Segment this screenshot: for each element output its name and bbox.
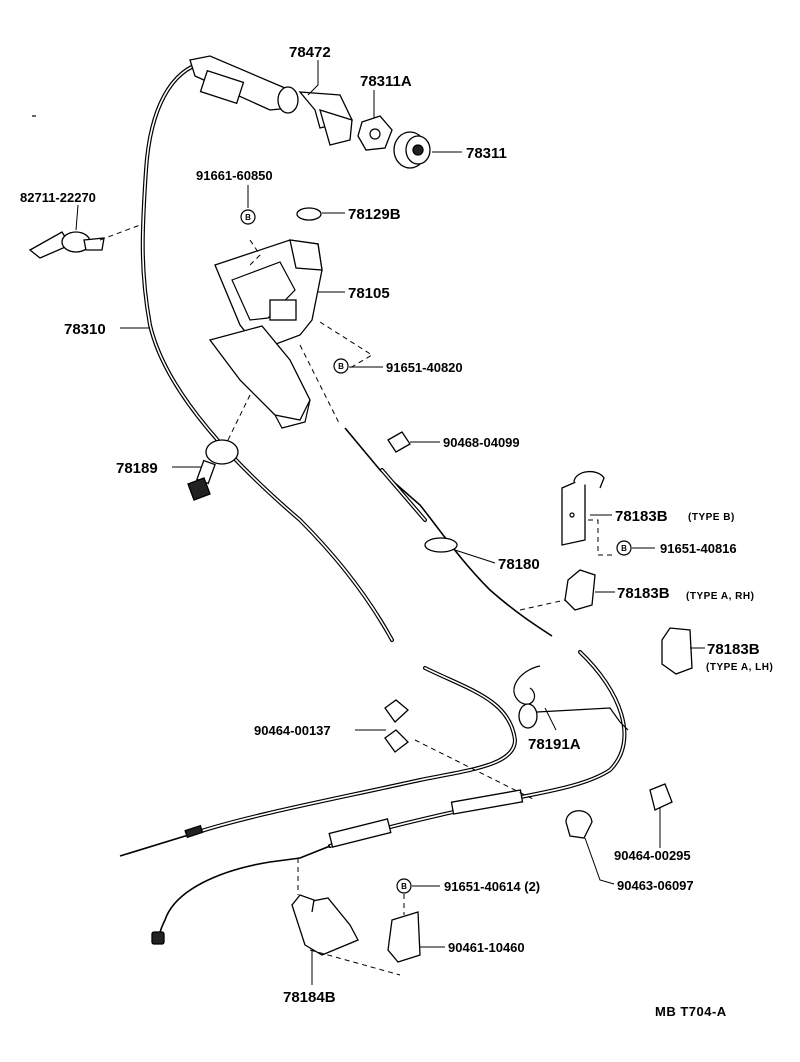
leader-lines <box>75 60 705 985</box>
label-78189: 78189 <box>116 460 158 477</box>
cable-78310 <box>140 60 394 642</box>
label-78129b: 78129B <box>348 206 401 223</box>
label-90464-00295: 90464-00295 <box>614 848 691 863</box>
part-78189-shape <box>187 439 239 501</box>
part-78191a-shape <box>513 665 629 731</box>
label-78183b-type-b: 78183B <box>615 508 668 525</box>
note-78183b-type-b: (TYPE B) <box>688 512 735 523</box>
footer-code: MB T704-A <box>655 1004 727 1019</box>
label-78183b-type-a-lh: 78183B <box>707 641 760 658</box>
badge-91651-40614: B <box>396 878 412 894</box>
lower-cable-right <box>151 650 627 945</box>
part-78184b-shape <box>291 894 359 956</box>
part-78311a-shape <box>357 115 393 151</box>
part-78105-shape <box>214 239 323 351</box>
part-90461-10460-shape <box>387 911 421 963</box>
label-78183b-type-a-rh: 78183B <box>617 585 670 602</box>
label-78311a: 78311A <box>360 73 412 90</box>
part-82711-22270-shape <box>28 231 105 259</box>
label-90464-00137: 90464-00137 <box>254 723 331 738</box>
label-78184b: 78184B <box>283 989 336 1006</box>
part-90463-06097-shape <box>565 810 593 839</box>
badge-91651-40820: B <box>333 358 349 374</box>
part-90464-00295-shape <box>649 783 673 811</box>
label-78191a: 78191A <box>528 736 581 753</box>
label-91651-40820: 91651-40820 <box>386 360 463 375</box>
label-90468-04099: 90468-04099 <box>443 435 520 450</box>
label-78310: 78310 <box>64 321 106 338</box>
assembly-dashed-lines <box>99 224 615 976</box>
label-90463-06097: 90463-06097 <box>617 878 694 893</box>
label-82711-22270: 82711-22270 <box>20 190 96 205</box>
part-78183b-type-a-lh-shape <box>661 627 693 675</box>
note-78183b-type-a-lh: (TYPE A, LH) <box>706 662 773 673</box>
label-78472: 78472 <box>289 44 331 61</box>
svg-text:B: B <box>338 362 344 371</box>
badge-91651-40816: B <box>616 540 632 556</box>
part-labels: 78472 78311A 78311 91661-60850 82711-222… <box>20 44 773 1006</box>
note-78183b-type-a-rh: (TYPE A, RH) <box>686 591 754 602</box>
lower-cable-left <box>119 666 518 857</box>
label-78180: 78180 <box>498 556 540 573</box>
label-91651-40614: 91651-40614 (2) <box>444 879 540 894</box>
part-78183b-type-a-rh-shape <box>564 569 596 611</box>
label-78311: 78311 <box>466 145 507 162</box>
label-91661-60850: 91661-60850 <box>196 168 273 183</box>
part-90464-00137-shape <box>384 699 409 753</box>
cable-78180 <box>344 427 553 637</box>
part-78311-shape <box>393 131 431 169</box>
part-78129b-shape <box>296 207 322 221</box>
svg-text:B: B <box>401 882 407 891</box>
grommet-78180-shape <box>424 537 458 553</box>
part-90468-04099-shape <box>387 431 411 453</box>
badge-91661-60850: B <box>240 209 256 225</box>
pedal-pad-shape <box>208 325 311 429</box>
svg-text:B: B <box>621 544 627 553</box>
label-90461-10460: 90461-10460 <box>448 940 525 955</box>
label-78105: 78105 <box>348 285 390 302</box>
part-78183b-type-b-shape <box>561 471 605 546</box>
label-91651-40816: 91651-40816 <box>660 541 737 556</box>
part-78472-shape <box>189 55 353 146</box>
svg-text:B: B <box>245 213 251 222</box>
